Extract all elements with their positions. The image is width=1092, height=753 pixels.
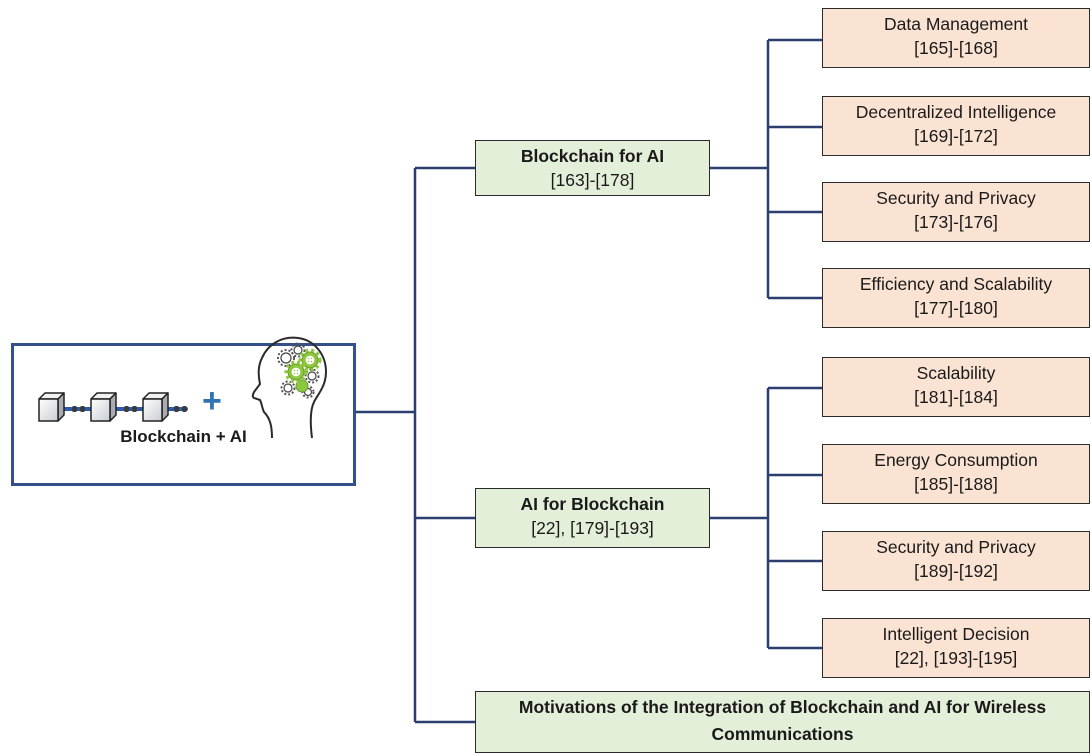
plus-sign: + [202,382,222,420]
branch-title: Blockchain for AI [520,146,665,166]
ai-head-gears-icon [251,336,328,439]
root-label: Blockchain + AI [120,427,247,446]
leaf-title: Security and Privacy [876,537,1036,557]
leaf-refs: [185]-[188] [914,474,998,494]
leaf-title: Security and Privacy [876,188,1036,208]
branch-refs: [22], [179]-[193] [531,518,654,538]
branch-blockchain-for-ai: Blockchain for AI [163]-[178] [475,140,710,196]
leaf-refs: [22], [193]-[195] [894,648,1018,668]
leaf-energy-consumption: Energy Consumption [185]-[188] [822,444,1090,504]
leaf-intelligent-decision: Intelligent Decision [22], [193]-[195] [822,618,1090,678]
branch-refs: [163]-[178] [550,170,635,190]
leaf-security-privacy-1: Security and Privacy [173]-[176] [822,182,1090,242]
leaf-title: Scalability [916,363,996,383]
leaf-security-privacy-2: Security and Privacy [189]-[192] [822,531,1090,591]
root-node: + [11,336,356,486]
leaf-refs: [169]-[172] [914,126,998,146]
leaf-title: Intelligent Decision [882,624,1030,644]
leaf-title: Data Management [884,14,1028,34]
leaf-efficiency-scalability: Efficiency and Scalability [177]-[180] [822,268,1090,328]
leaf-scalability: Scalability [181]-[184] [822,357,1090,417]
leaf-refs: [173]-[176] [914,212,998,232]
leaf-refs: [165]-[168] [914,38,998,58]
branch-motivations: Motivations of the Integration of Blockc… [475,691,1090,753]
blockchain-icon [38,392,188,422]
leaf-decentralized-intelligence: Decentralized Intelligence [169]-[172] [822,96,1090,156]
leaf-title: Energy Consumption [874,450,1038,470]
leaf-refs: [177]-[180] [914,298,998,318]
branch-title: AI for Blockchain [520,494,665,514]
leaf-refs: [181]-[184] [914,387,998,407]
leaf-data-management: Data Management [165]-[168] [822,8,1090,68]
branch-title: Motivations of the Integration of Blockc… [518,697,1047,744]
leaf-title: Decentralized Intelligence [855,102,1057,122]
branch-ai-for-blockchain: AI for Blockchain [22], [179]-[193] [475,488,710,548]
leaf-refs: [189]-[192] [914,561,998,581]
leaf-title: Efficiency and Scalability [859,274,1053,294]
